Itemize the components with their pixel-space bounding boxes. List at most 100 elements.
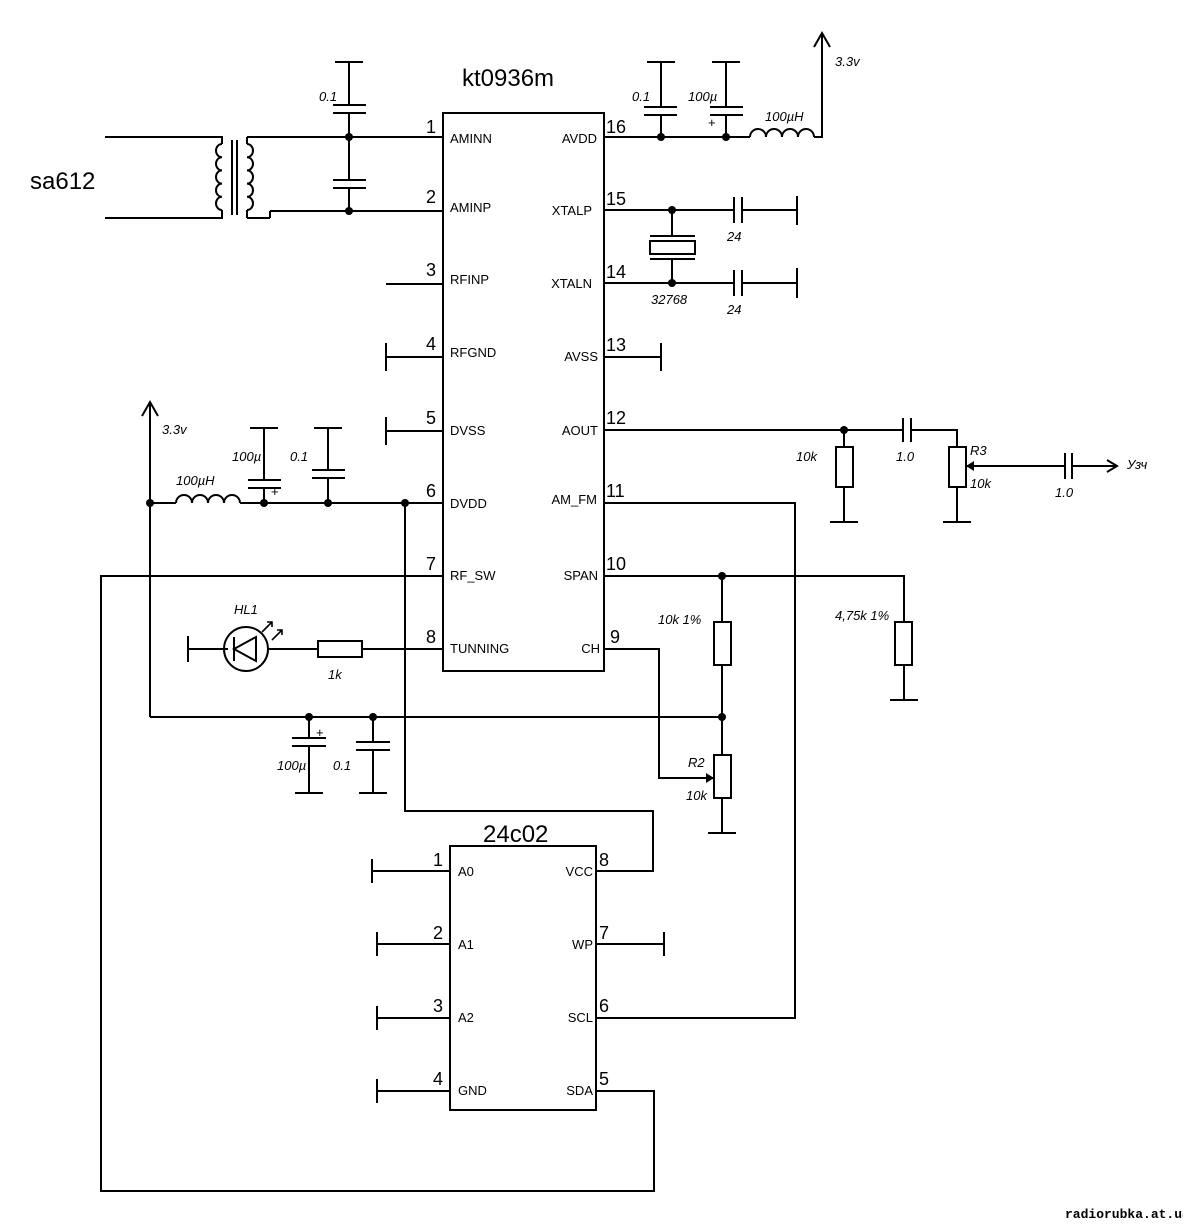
a1-ground [376, 932, 450, 956]
pin-num-9: 9 [610, 627, 620, 647]
c-avdd-big-label: 100µ [688, 89, 717, 104]
pin-num-12: 12 [606, 408, 626, 428]
tuning-led: HL1 1k [187, 602, 443, 682]
ic-kt0936m-title: kt0936m [462, 65, 554, 92]
c-dvdd-small-label: 0.1 [290, 449, 308, 464]
pin-num-e4: 4 [433, 1069, 443, 1089]
pin-name-ch: CH [581, 641, 600, 656]
pin-name-rfinp: RFINP [450, 272, 489, 287]
pin-name-span: SPAN [564, 568, 598, 583]
pin-num-11: 11 [606, 481, 625, 501]
pin-num-8: 8 [426, 627, 436, 647]
ic-24c02-title: 24c02 [483, 821, 548, 848]
pin-name-sda: SDA [566, 1083, 593, 1098]
pin-num-6: 6 [426, 481, 436, 501]
r3-name-label: R3 [970, 443, 987, 458]
input-transformer: sa612 0.1 [30, 61, 443, 219]
pin-name-aout: AOUT [562, 423, 598, 438]
pin-num-e6: 6 [599, 996, 609, 1016]
pin-num-14: 14 [606, 262, 626, 282]
r-span-top [713, 621, 732, 666]
transformer-core [231, 140, 238, 215]
pin-name-vcc: VCC [566, 864, 593, 879]
r-span-right-label: 4,75k 1% [835, 608, 889, 623]
r3-potentiometer [948, 446, 967, 488]
dvdd-vcc-arrow [141, 399, 159, 417]
pin-name-gnd: GND [458, 1083, 487, 1098]
l-avdd-label: 100µH [765, 109, 804, 124]
ic-kt0936m: kt0936m AMINN AMINP RFINP RFGND DVSS DVD… [426, 65, 626, 672]
avdd-vcc-arrow [813, 30, 831, 48]
output-label: Узч [1126, 457, 1147, 472]
pin-num-13: 13 [606, 335, 626, 355]
vcc-top-label: 3.3v [835, 54, 861, 69]
c-dvdd-big-label: 100µ [232, 449, 261, 464]
c-xtalp-label: 24 [726, 229, 741, 244]
secondary-coil [246, 143, 254, 211]
r-span-right [894, 621, 913, 666]
led-name-label: HL1 [234, 602, 258, 617]
pin-name-dvdd: DVDD [450, 496, 487, 511]
c-bottom-big-label: 100µ [277, 758, 306, 773]
gnd-ground [376, 1079, 450, 1103]
pin-name-dvss: DVSS [450, 423, 486, 438]
r-span-top-label: 10k 1% [658, 612, 701, 627]
pin-num-2: 2 [426, 187, 436, 207]
r2-potentiometer [713, 754, 732, 799]
span-network: 4,75k 1% 10k 1% R2 10k + 100µ 0.1 [150, 572, 918, 834]
pin-name-rf-sw: RF_SW [450, 568, 496, 583]
crystal-32768 [649, 240, 696, 255]
xtalp-cap [604, 196, 798, 225]
pin-name-tunning: TUNNING [450, 641, 509, 656]
r-aout-label: 10k [796, 449, 818, 464]
bottom-cap-big [292, 717, 326, 794]
primary-coil [215, 143, 223, 211]
a2-ground [376, 1006, 450, 1030]
c-xtaln-label: 24 [726, 302, 741, 317]
output-arrow [1106, 459, 1119, 473]
pin-name-aminn: AMINN [450, 131, 492, 146]
pin-num-16: 16 [606, 117, 626, 137]
pin-name-scl: SCL [568, 1010, 593, 1025]
pin-num-e2: 2 [433, 923, 443, 943]
pin-name-a1: A1 [458, 937, 474, 952]
c-avdd-small-label: 0.1 [632, 89, 650, 104]
rfgnd-ground [385, 343, 443, 371]
pin-num-4: 4 [426, 334, 436, 354]
wp-ground [596, 932, 665, 956]
a0-ground [371, 859, 450, 883]
dvdd-supply: 3.3v 100µH 100µ + 0.1 [141, 399, 654, 872]
pin-name-am-fm: AM_FM [552, 492, 598, 507]
pin-name-avdd: AVDD [562, 131, 597, 146]
pin-name-wp: WP [572, 937, 593, 952]
ic-24c02: 24c02 A0 A1 A2 GND 1 2 3 4 VCC WP SCL SD… [371, 821, 665, 1111]
eeprom-vcc-wire [404, 503, 654, 872]
bottom-cap-plus: + [316, 725, 324, 740]
amin-decoupling-cap [333, 61, 366, 137]
pin-num-e5: 5 [599, 1069, 609, 1089]
led-hl1 [223, 626, 269, 672]
audio-output: 1.0 10k R3 10k 1.0 Узч [604, 418, 1147, 523]
ic-kt0936m-body [442, 112, 605, 672]
watermark: radiorubka.at.ua [1065, 1207, 1183, 1222]
source-label: sa612 [30, 168, 95, 195]
pin-name-aminp: AMINP [450, 200, 491, 215]
dvdd-cap-big [248, 427, 281, 503]
crystal-label: 32768 [651, 292, 688, 307]
pin-num-e3: 3 [433, 996, 443, 1016]
pin-num-e1: 1 [433, 850, 443, 870]
crystal-circuit: 24 24 32768 [604, 196, 798, 317]
pin-name-rfgnd: RFGND [450, 345, 496, 360]
c-out-label: 1.0 [1055, 485, 1074, 500]
avdd-inductor [749, 128, 815, 138]
r-aout [835, 446, 854, 488]
r-led-label: 1k [328, 667, 343, 682]
xtaln-cap [604, 268, 798, 298]
pin-name-xtaln: XTALN [551, 276, 592, 291]
c-amin-label: 0.1 [319, 89, 337, 104]
vcc-left-label: 3.3v [162, 422, 188, 437]
avss-ground [604, 343, 662, 371]
pin-name-avss: AVSS [564, 349, 598, 364]
pin-name-xtalp: XTALP [552, 203, 592, 218]
pin-num-1: 1 [426, 117, 436, 137]
